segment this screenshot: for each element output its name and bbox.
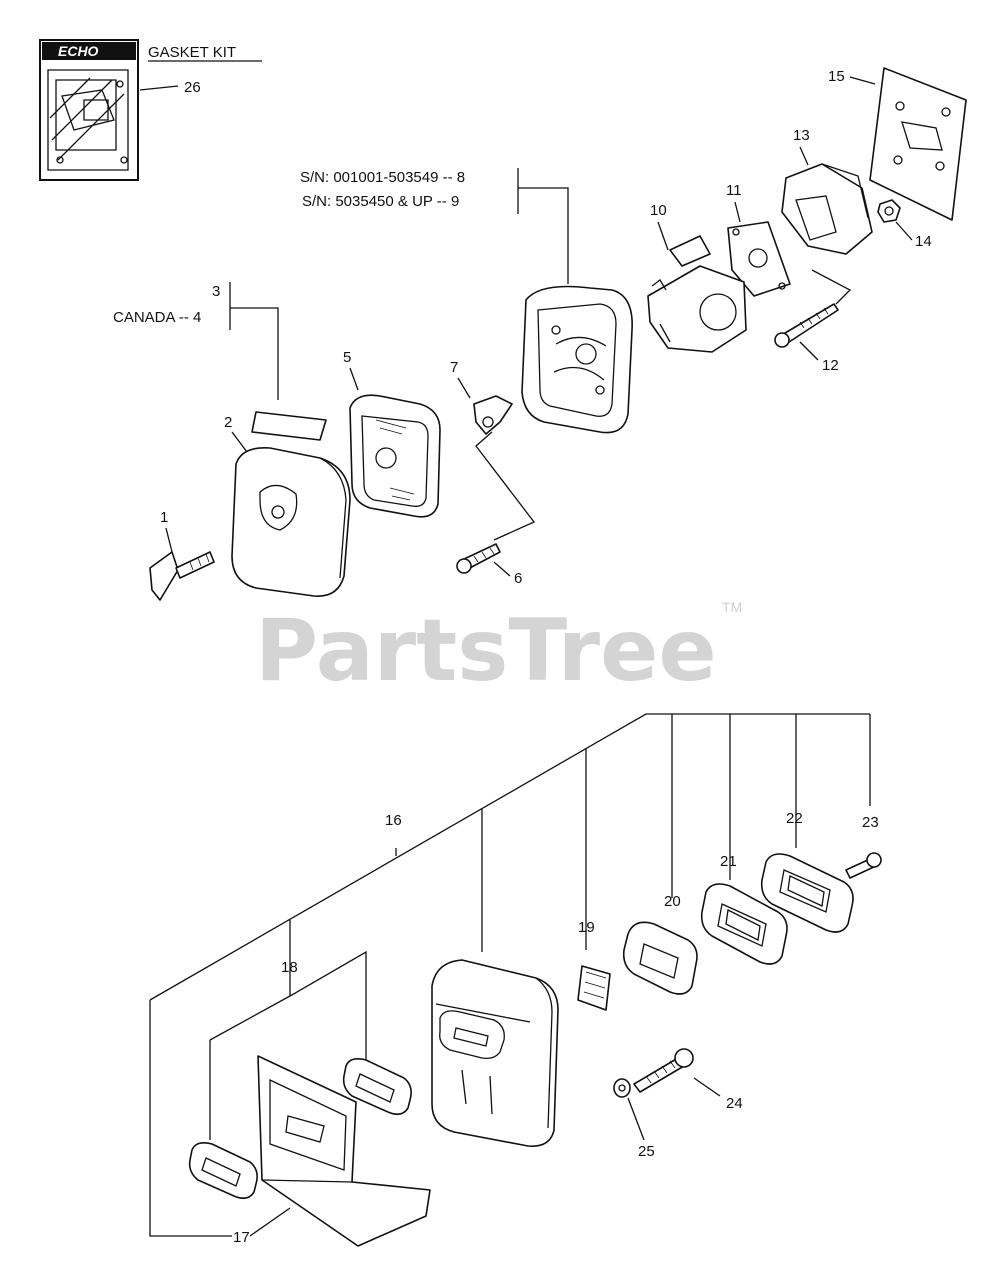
- label-10: 10: [650, 202, 667, 219]
- part-18-gasket-a: [342, 1058, 412, 1116]
- label-7: 7: [450, 359, 458, 376]
- label-2: 2: [224, 414, 232, 431]
- part-17-heat-shield: [257, 1055, 431, 1247]
- label-1: 1: [160, 509, 168, 526]
- label-23: 23: [862, 814, 879, 831]
- label-20: 20: [664, 893, 681, 910]
- label-26: 26: [184, 79, 201, 96]
- label-21: 21: [720, 853, 737, 870]
- watermark-text: PartsTree: [255, 601, 717, 701]
- part-3-4-plate: [251, 411, 327, 441]
- label-14: 14: [915, 233, 932, 250]
- echo-logo: ECHO: [58, 43, 99, 59]
- label-4: CANADA -- 4: [113, 309, 201, 326]
- label-11: 11: [726, 182, 742, 199]
- part-23-bolt: [845, 852, 882, 879]
- label-19: 19: [578, 919, 595, 936]
- watermark-tm: TM: [722, 599, 742, 615]
- part-8-9-filter-body: [521, 285, 633, 434]
- label-13: 13: [793, 127, 810, 144]
- part-5-filter-element: [349, 394, 441, 518]
- part-2-cover: [231, 447, 351, 597]
- part-19-screen: [577, 965, 611, 1011]
- label-15: 15: [828, 68, 845, 85]
- gasket-kit-illustration: ECHO: [39, 39, 139, 181]
- label-24: 24: [726, 1095, 743, 1112]
- part-21-gasket: [700, 883, 788, 965]
- part-6-bolt: [456, 543, 501, 574]
- label-22: 22: [786, 810, 803, 827]
- part-16-muffler: [431, 959, 559, 1147]
- part-18-gasket-b: [188, 1142, 258, 1200]
- part-25-washer: [613, 1078, 631, 1098]
- label-9: S/N: 5035450 & UP -- 9: [302, 193, 459, 210]
- label-17: 17: [233, 1229, 250, 1246]
- part-13-insulator: [781, 163, 873, 255]
- gasket-kit-title: GASKET KIT: [148, 44, 236, 61]
- label-16: 16: [385, 812, 402, 829]
- part-10-carburetor: [647, 235, 747, 353]
- label-8: S/N: 001001-503549 -- 8: [300, 169, 465, 186]
- part-24-bolt: [633, 1048, 694, 1093]
- label-12: 12: [822, 357, 839, 374]
- label-18: 18: [281, 959, 298, 976]
- label-6: 6: [514, 570, 522, 587]
- label-3: 3: [212, 283, 220, 300]
- label-5: 5: [343, 349, 351, 366]
- part-15-gasket: [869, 67, 967, 221]
- part-1-wing-bolt: [149, 551, 215, 601]
- part-20-gasket: [622, 921, 698, 995]
- part-12-bolt: [774, 303, 839, 348]
- part-11-gasket: [727, 221, 791, 297]
- part-14-nut: [877, 199, 901, 223]
- part-7-bracket: [473, 395, 513, 435]
- label-25: 25: [638, 1143, 655, 1160]
- part-22-gasket: [760, 853, 854, 933]
